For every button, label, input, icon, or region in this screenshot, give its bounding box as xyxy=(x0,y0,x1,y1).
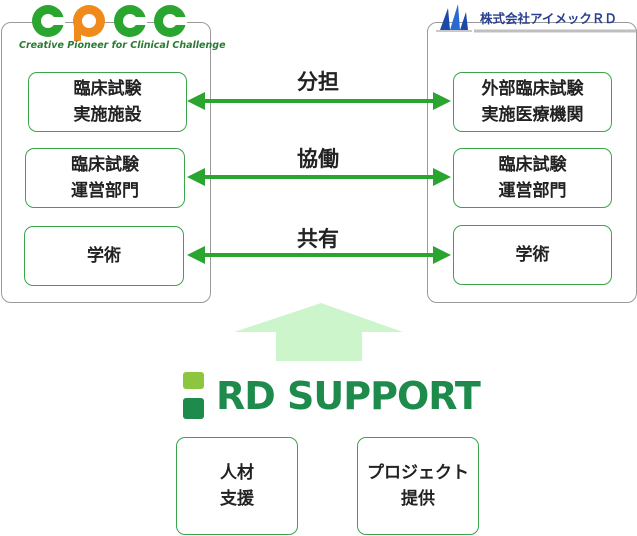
cpcc-logo-mark xyxy=(32,5,187,41)
arrow-share xyxy=(187,92,451,110)
right-box-operations: 臨床試験 運営部門 xyxy=(453,148,612,208)
rd-support-wordmark: RD SUPPORT xyxy=(216,374,481,418)
relation-label-share: 分担 xyxy=(297,70,339,94)
rd-support-logo: RD SUPPORT xyxy=(183,372,481,424)
left-box-site-line2: 実施施設 xyxy=(73,105,142,125)
support-up-arrow xyxy=(234,303,403,361)
relation-label-common: 共有 xyxy=(297,227,339,251)
imeic-emblem-icon xyxy=(436,4,636,33)
left-box-academic-line1: 学術 xyxy=(87,246,121,266)
imeic-company-name: 株式会社アイメックＲＤ xyxy=(480,11,617,26)
right-box-operations-line1: 臨床試験 xyxy=(498,155,567,175)
arrow-collaborate xyxy=(187,168,451,186)
right-box-academic-line1: 学術 xyxy=(515,245,550,265)
bottom-box-hr-support-line2: 支援 xyxy=(220,489,254,509)
left-box-site: 臨床試験 実施施設 xyxy=(28,72,187,132)
right-box-external-site-line2: 実施医療機関 xyxy=(481,105,584,125)
right-box-external-site-line1: 外部臨床試験 xyxy=(481,79,584,99)
right-box-academic: 学術 xyxy=(453,225,612,285)
right-box-external-site: 外部臨床試験 実施医療機関 xyxy=(453,72,612,132)
left-box-operations-line1: 臨床試験 xyxy=(71,155,139,175)
bottom-box-project-line1: プロジェクト xyxy=(367,463,469,483)
left-box-operations: 臨床試験 運営部門 xyxy=(25,148,185,208)
relation-label-collaborate: 協働 xyxy=(297,147,339,171)
bottom-box-project-line2: 提供 xyxy=(401,489,435,509)
rd-support-mark-icon xyxy=(183,372,205,422)
left-box-academic: 学術 xyxy=(24,226,184,286)
bottom-box-hr-support-line1: 人材 xyxy=(220,463,254,483)
cpcc-logo: Creative Pioneer for Clinical Challenge xyxy=(16,2,226,52)
left-box-site-line1: 臨床試験 xyxy=(73,79,142,99)
arrow-common xyxy=(187,246,451,264)
right-box-operations-line2: 運営部門 xyxy=(498,181,567,201)
imeic-logo: 株式会社アイメックＲＤ xyxy=(436,0,636,38)
cpcc-tagline: Creative Pioneer for Clinical Challenge xyxy=(19,40,226,51)
bottom-box-hr-support: 人材 支援 xyxy=(176,437,298,535)
bottom-box-project: プロジェクト 提供 xyxy=(357,437,479,535)
left-box-operations-line2: 運営部門 xyxy=(71,181,139,201)
